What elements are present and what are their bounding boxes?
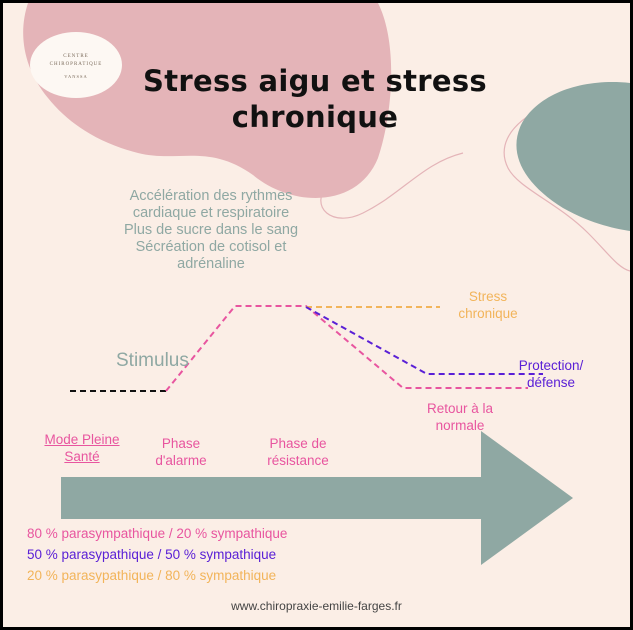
phase-alarme-label: Phase d'alarme bbox=[131, 435, 231, 469]
effect-line: Accélération des rythmes bbox=[129, 188, 293, 204]
stress-chronique-label: Stress chronique bbox=[433, 288, 543, 322]
curve-line-top bbox=[320, 3, 464, 219]
label-line: Santé bbox=[64, 449, 100, 464]
logo-line-1: CENTRE bbox=[63, 54, 89, 59]
label-line: normale bbox=[435, 418, 485, 433]
label-line: d'alarme bbox=[155, 453, 207, 468]
teal-blob bbox=[516, 82, 630, 232]
label-line: Stress bbox=[468, 289, 508, 304]
label-line: Phase bbox=[161, 436, 201, 451]
ratio-line-50-50: 50 % parasypathique / 50 % sympathique bbox=[27, 547, 277, 562]
mode-pleine-sante-label: Mode Pleine Santé bbox=[27, 431, 137, 465]
label-line: Phase de bbox=[269, 436, 327, 451]
ratio-line-80-20: 80 % parasympathique / 20 % sympathique bbox=[27, 526, 288, 541]
label-line: Mode Pleine bbox=[44, 432, 120, 447]
label-line: Retour à la bbox=[426, 401, 494, 416]
retour-normale-label: Retour à la normale bbox=[405, 400, 515, 434]
protection-label: Protection/ défense bbox=[501, 357, 601, 391]
effect-line: Sécréation de cotisol et bbox=[135, 239, 287, 255]
infographic-canvas: CENTRE CHIROPRATIQUE VANSSA Stress aigu … bbox=[3, 3, 630, 627]
logo-line-2: CHIROPRATIQUE bbox=[49, 62, 103, 67]
label-line: résistance bbox=[267, 453, 329, 468]
logo: CENTRE CHIROPRATIQUE VANSSA bbox=[30, 32, 122, 98]
effect-line: Plus de sucre dans le sang bbox=[123, 222, 299, 238]
label-line: défense bbox=[526, 375, 576, 390]
label-line: chronique bbox=[458, 306, 518, 321]
effect-line: cardiaque et respiratoire bbox=[132, 205, 290, 221]
label-line: Protection/ bbox=[518, 358, 584, 373]
website-url: www.chiropraxie-emilie-farges.fr bbox=[231, 599, 402, 613]
effect-line: adrénaline bbox=[177, 256, 245, 272]
timeline-arrow bbox=[61, 431, 573, 565]
page-title: Stress aigu et stress chronique bbox=[143, 64, 487, 134]
phase-resistance-label: Phase de résistance bbox=[243, 435, 353, 469]
stress-effects-text: Accélération des rythmes cardiaque et re… bbox=[101, 188, 321, 273]
protection-curve bbox=[305, 306, 543, 375]
stimulus-label: Stimulus bbox=[116, 350, 189, 371]
logo-line-3: VANSSA bbox=[64, 74, 88, 79]
ratio-line-20-80: 20 % parasypathique / 80 % sympathique bbox=[27, 568, 277, 583]
